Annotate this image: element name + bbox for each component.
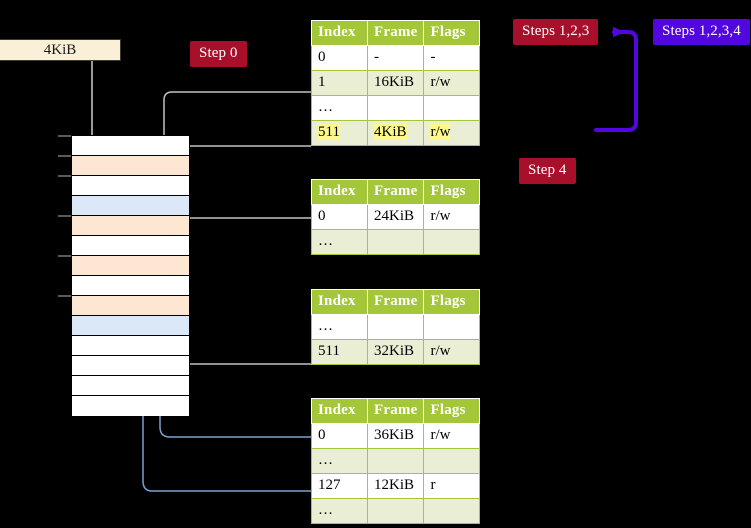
cell-frame: 24KiB	[366, 204, 425, 230]
memory-frame-row	[72, 356, 189, 376]
table-row: …	[311, 95, 481, 121]
cell-index: 511	[311, 339, 368, 365]
memory-frame-row	[72, 256, 189, 276]
memory-frame-row	[72, 176, 189, 196]
cell-index: 0	[311, 204, 368, 230]
memory-frame-row	[72, 296, 189, 316]
cell-frame: 16KiB	[366, 70, 425, 96]
memory-frame-row	[72, 316, 189, 336]
physical-memory-grid	[71, 135, 190, 416]
memory-frame-row	[72, 236, 189, 256]
column-header-index: Index	[311, 179, 368, 205]
column-header-index: Index	[311, 289, 368, 315]
cell-flags: -	[423, 45, 481, 71]
table-row: 0--	[311, 45, 481, 71]
column-header-flags: Flags	[423, 20, 481, 46]
column-header-flags: Flags	[423, 179, 481, 205]
cell-frame	[366, 229, 425, 255]
cell-flags	[423, 95, 481, 121]
cell-flags: r/w	[423, 339, 481, 365]
memory-block-label: 4KiB	[43, 41, 77, 58]
memory-frame-row	[72, 276, 189, 296]
cell-frame: 12KiB	[366, 473, 425, 499]
cell-frame: 4KiB	[366, 120, 425, 146]
column-header-index: Index	[311, 20, 368, 46]
table-row: …	[311, 314, 481, 340]
column-header-frame: Frame	[366, 289, 425, 315]
column-header-frame: Frame	[366, 179, 425, 205]
column-header-frame: Frame	[366, 20, 425, 46]
table-row: …	[311, 448, 481, 474]
grid-tick-marks	[58, 135, 71, 297]
cell-frame: 32KiB	[366, 339, 425, 365]
memory-frame-row	[72, 336, 189, 356]
memory-frame-row	[72, 376, 189, 396]
memory-frame-row	[72, 136, 189, 156]
cell-frame: 36KiB	[366, 423, 425, 449]
cell-index: …	[311, 95, 368, 121]
cell-flags	[423, 314, 481, 340]
cell-index: …	[311, 229, 368, 255]
cell-frame	[366, 498, 425, 524]
cell-flags	[423, 448, 481, 474]
badge-steps-123: Steps 1,2,3	[513, 19, 599, 45]
badge-step-0: Step 0	[190, 41, 247, 67]
cell-index: 1	[311, 70, 368, 96]
cell-frame	[366, 448, 425, 474]
cell-frame: -	[366, 45, 425, 71]
column-header-index: Index	[311, 398, 368, 424]
cell-flags: r/w	[423, 204, 481, 230]
column-header-flags: Flags	[423, 398, 481, 424]
cell-flags	[423, 229, 481, 255]
cell-index: 0	[311, 45, 368, 71]
column-header-frame: Frame	[366, 398, 425, 424]
memory-frame-row	[72, 156, 189, 176]
steps-loop-arrow	[594, 26, 638, 132]
memory-frame-row	[72, 216, 189, 236]
cell-frame	[366, 95, 425, 121]
cell-flags: r/w	[423, 70, 481, 96]
cell-flags: r/w	[423, 120, 481, 146]
memory-frame-row	[72, 396, 189, 416]
badge-steps-1234: Steps 1,2,3,4	[653, 19, 750, 45]
cell-flags	[423, 498, 481, 524]
table-row: …	[311, 498, 481, 524]
cell-index: …	[311, 498, 368, 524]
cell-flags: r	[423, 473, 481, 499]
memory-frame-row	[72, 196, 189, 216]
memory-block-4kib: 4KiB	[0, 39, 121, 61]
cell-index: 0	[311, 423, 368, 449]
cell-index: …	[311, 314, 368, 340]
cell-index: 127	[311, 473, 368, 499]
column-header-flags: Flags	[423, 289, 481, 315]
table-row: …	[311, 229, 481, 255]
badge-step-4: Step 4	[519, 158, 576, 184]
cell-flags: r/w	[423, 423, 481, 449]
cell-index: 511	[311, 120, 368, 146]
cell-index: …	[311, 448, 368, 474]
cell-frame	[366, 314, 425, 340]
